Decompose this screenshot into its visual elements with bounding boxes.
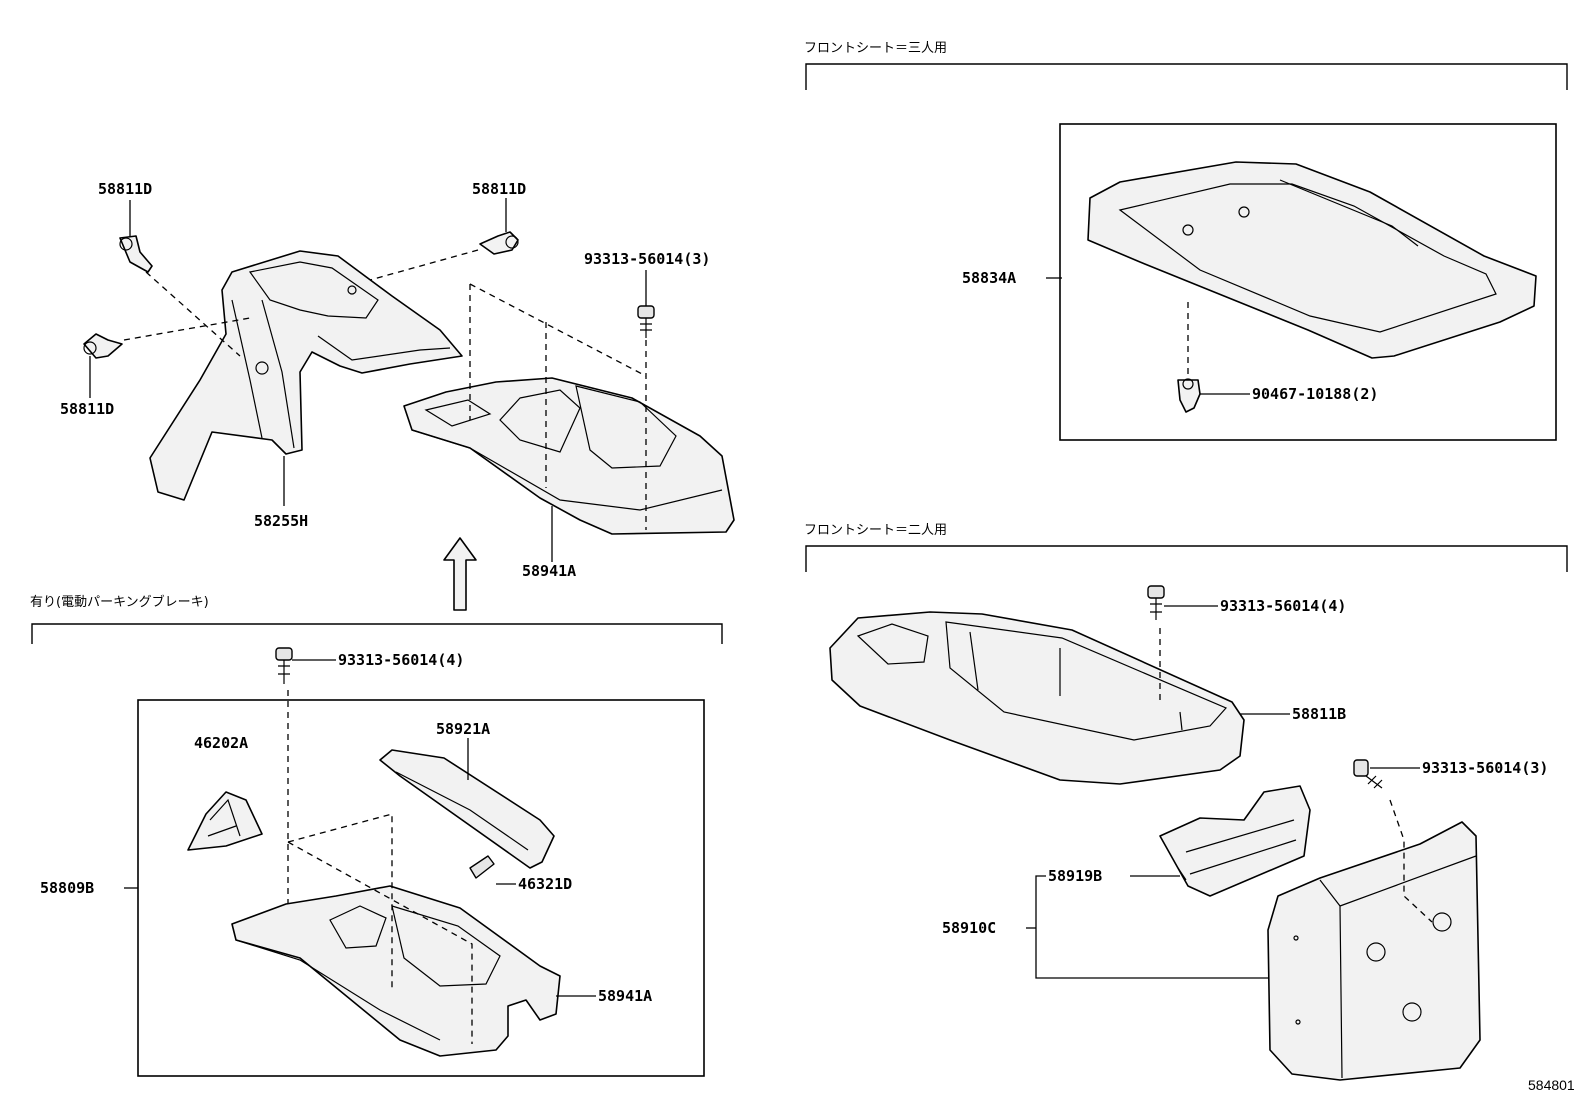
label-clip-left: 58811D (60, 400, 114, 418)
dash-brake-a (287, 813, 393, 990)
screw-top-icon (637, 305, 655, 338)
console-58941a-brake-drawing (231, 885, 561, 1057)
label-58834a: 58834A (962, 269, 1016, 287)
label-screw-top: 93313-56014(3) (584, 250, 710, 268)
clip-90467-icon (1177, 378, 1201, 413)
bracket-58919b-drawing (1159, 785, 1311, 897)
label-58255h: 58255H (254, 512, 308, 530)
label-58941a-brake: 58941A (598, 987, 652, 1005)
cover-58921a-drawing (379, 749, 555, 869)
label-clip-top-left: 58811D (98, 180, 152, 198)
dash-console-diag (469, 283, 647, 377)
up-arrow-icon (443, 537, 477, 611)
panel-58255h-drawing (149, 250, 463, 501)
cover-46202a-drawing (187, 791, 263, 851)
label-58921a: 58921A (436, 720, 490, 738)
clip-left-icon (83, 333, 123, 359)
label-screw-brake: 93313-56014(4) (338, 651, 464, 669)
label-screw-two-seat: 93313-56014(4) (1220, 597, 1346, 615)
tray-58834a-drawing (1087, 161, 1537, 359)
label-58809b: 58809B (40, 879, 94, 897)
dash-rear-screw (1389, 799, 1433, 923)
header-three-seat: フロントシート＝三人用 (804, 41, 947, 56)
header-parking-brake-bracket (31, 623, 723, 644)
tray-box (1059, 123, 1557, 441)
rear-cover-58910c-drawing (1267, 821, 1481, 1081)
console-58811b-drawing (829, 611, 1245, 785)
label-90467: 90467-10188(2) (1252, 385, 1378, 403)
label-46321d: 46321D (518, 875, 572, 893)
label-clip-top-right: 58811D (472, 180, 526, 198)
header-two-seat: フロントシート＝二人用 (804, 523, 947, 538)
pin-46321d-icon (469, 855, 495, 879)
clip-top-left-icon (119, 235, 153, 273)
header-parking-brake: 有り(電動パーキングブレーキ) (30, 594, 209, 610)
screw-rear-icon (1353, 759, 1383, 789)
label-46202a: 46202A (194, 734, 248, 752)
figure-number: 584801 (1528, 1077, 1575, 1093)
header-three-seat-bracket (805, 63, 1568, 90)
label-58941a-top: 58941A (522, 562, 576, 580)
label-58910c: 58910C (942, 919, 996, 937)
dash-clip-top-right (369, 249, 479, 281)
console-58941a-top-drawing (403, 377, 735, 535)
dash-brake-b (287, 841, 473, 1044)
label-58811b: 58811B (1292, 705, 1346, 723)
label-58919b: 58919B (1048, 867, 1102, 885)
header-two-seat-bracket (805, 545, 1568, 572)
clip-top-right-icon (479, 231, 519, 255)
leader-58910c-bracket (1035, 875, 1268, 979)
screw-brake-icon (275, 647, 293, 684)
label-screw-rear: 93313-56014(3) (1422, 759, 1548, 777)
screw-two-seat-icon (1147, 585, 1165, 620)
